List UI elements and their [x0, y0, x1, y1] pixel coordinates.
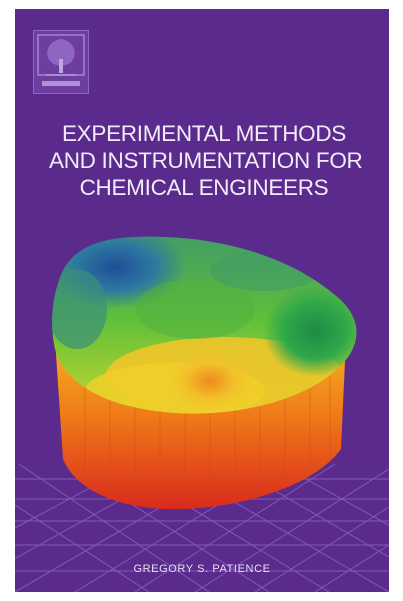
- book-title: EXPERIMENTAL METHODS AND INSTRUMENTATION…: [49, 120, 363, 201]
- surface-top: [52, 236, 357, 414]
- book-author: GREGORY S. PATIENCE: [133, 563, 271, 575]
- book-cover: EXPERIMENTAL METHODS AND INSTRUMENTATION…: [15, 9, 389, 592]
- book-title-line-2: AND INSTRUMENTATION FOR: [49, 148, 363, 173]
- surface-side: [55, 339, 345, 510]
- book-title-line-1: EXPERIMENTAL METHODS: [61, 121, 347, 146]
- cover-artwork: [15, 236, 389, 592]
- side-striations: [84, 375, 331, 507]
- book-title-line-3: CHEMICAL ENGINEERS: [79, 175, 329, 200]
- elsevier-tree-logo-icon: [33, 30, 89, 94]
